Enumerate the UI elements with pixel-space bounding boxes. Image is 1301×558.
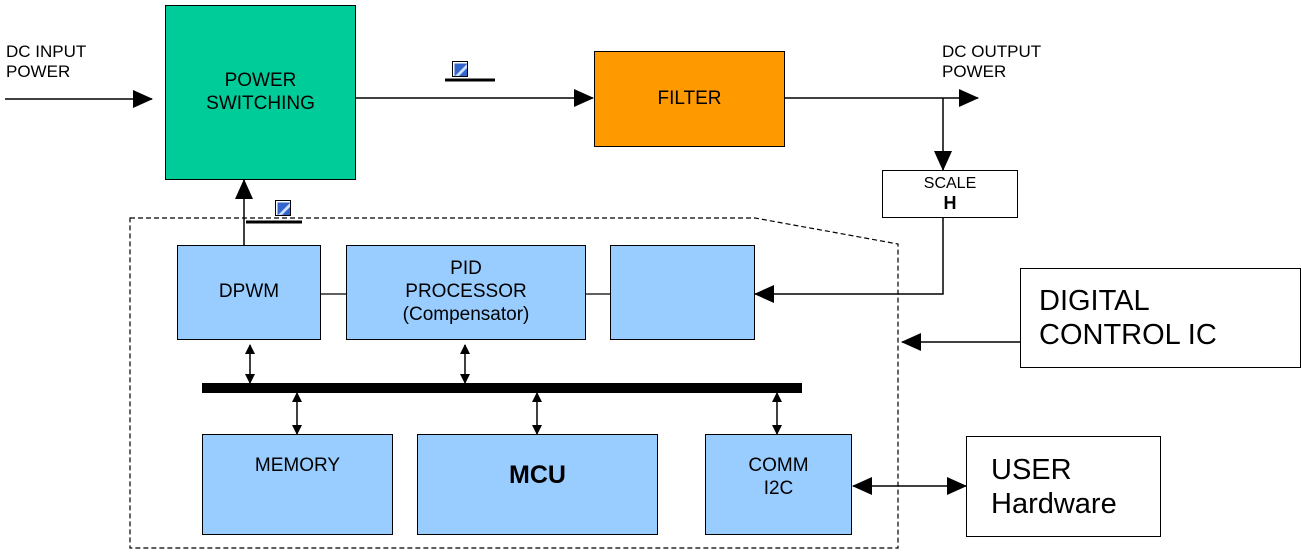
memory-block: MEMORY	[202, 434, 393, 535]
comm-i2c-label: COMM I2C	[748, 455, 809, 499]
scale-block: SCALE H	[882, 170, 1018, 218]
digital-control-ic-box: DIGITAL CONTROL IC	[1020, 268, 1301, 368]
user-hardware-box: USER Hardware	[966, 436, 1161, 537]
user-hardware-label: USER Hardware	[991, 453, 1117, 520]
power-switching-block: POWER SWITCHING	[165, 5, 356, 180]
adc-block	[610, 245, 755, 340]
pid-processor-block: PID PROCESSOR (Compensator)	[346, 245, 586, 340]
memory-label: MEMORY	[254, 455, 341, 476]
mcu-block: MCU	[417, 434, 658, 535]
filter-block: FILTER	[594, 51, 785, 147]
dc-input-label: DC INPUT POWER	[6, 42, 87, 81]
pid-processor-label: PID PROCESSOR (Compensator)	[402, 258, 530, 325]
mcu-label: MCU	[509, 460, 566, 489]
dpwm-label: DPWM	[218, 281, 280, 303]
filter-label: FILTER	[657, 87, 722, 109]
dc-output-label: DC OUTPUT POWER	[942, 42, 1042, 81]
digital-control-ic-boundary	[129, 217, 899, 549]
signal-waveform-icon	[452, 61, 468, 77]
digital-control-ic-label: DIGITAL CONTROL IC	[1039, 285, 1217, 351]
dpwm-block: DPWM	[177, 245, 321, 340]
comm-i2c-block: COMM I2C	[705, 434, 852, 535]
scale-symbol: H	[943, 192, 957, 213]
data-bus	[202, 383, 802, 393]
power-switching-label: POWER SWITCHING	[206, 69, 315, 114]
scale-to-adc-arrow	[754, 217, 944, 303]
scale-label: SCALE	[923, 174, 977, 192]
signal-waveform-icon	[275, 200, 291, 216]
